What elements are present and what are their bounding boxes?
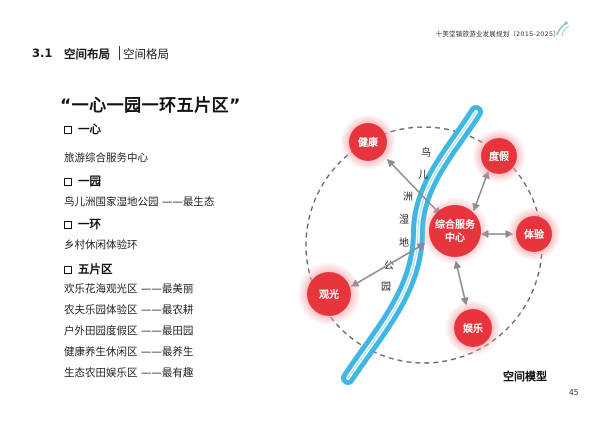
river-char: 地	[399, 236, 409, 249]
node-yule: 娱乐	[445, 300, 501, 356]
river-char: 鸟	[421, 146, 431, 159]
river-char: 湿	[399, 214, 409, 226]
center-label-line2: 中心	[445, 231, 465, 244]
outline-desc: 鸟儿洲国家湿地公园 ——最生态	[64, 196, 215, 208]
node-center: 综合服务 中心	[421, 197, 489, 265]
arrow-to-yule	[453, 260, 469, 306]
page-headline: “一心一园一环五片区”	[60, 96, 241, 116]
outline-desc: 户外田园度假区 ——最田园	[64, 325, 194, 337]
river-char: 园	[381, 281, 391, 293]
checkbox-icon	[64, 221, 72, 229]
outline-category-text: 五片区	[78, 262, 113, 276]
section-divider	[119, 46, 120, 60]
node-label: 体验	[524, 228, 545, 241]
center-label-line1: 综合服务	[435, 218, 476, 231]
node-jiankang: 健康	[340, 114, 396, 170]
outline-category-text: 一心	[78, 122, 101, 136]
outline-desc: 健康养生休闲区 ——最养生	[64, 346, 194, 358]
outline-desc: 欢乐花海观光区 ——最美丽	[64, 283, 194, 295]
checkbox-icon	[64, 178, 72, 186]
node-label: 度假	[489, 150, 510, 163]
outline-desc: 农夫乐园体验区 ——最农耕	[64, 304, 194, 316]
node-dujia: 度假	[472, 129, 526, 183]
outline-category: 一园	[64, 173, 101, 189]
node-label: 娱乐	[463, 322, 483, 335]
page-number: 45	[569, 388, 579, 397]
section-name: 空间布局	[64, 47, 110, 61]
outline-desc: 生态农田娱乐区 ——最有趣	[64, 367, 194, 379]
arrow-to-guanguang	[350, 243, 426, 287]
outline-category: 一心	[64, 121, 101, 137]
checkbox-icon	[64, 266, 72, 274]
node-guanguang: 观光	[297, 262, 361, 326]
outline-category: 五片区	[64, 261, 113, 277]
outline-category-text: 一园	[78, 174, 101, 188]
river-char: 洲	[403, 191, 413, 203]
wetland-river	[341, 105, 483, 385]
node-label: 健康	[358, 136, 379, 149]
outline-desc: 旅游综合服务中心	[64, 152, 148, 164]
model-caption: 空间模型	[503, 370, 547, 383]
logo-icon	[556, 21, 570, 37]
river-char: 儿	[418, 169, 428, 181]
outline-category-text: 一环	[78, 217, 101, 231]
document-title: 十美堂镇旅游业发展规划（2015-2025）	[435, 30, 560, 38]
outline-category: 一环	[64, 216, 101, 232]
section-number: 3.1	[32, 46, 53, 60]
node-tiyan: 体验	[507, 207, 561, 261]
checkbox-icon	[64, 126, 72, 134]
arrow-to-jiankang	[386, 158, 442, 216]
section-subtitle: 空间格局	[123, 47, 169, 61]
node-label: 观光	[319, 288, 339, 301]
outline-desc: 乡村休闲体验环	[64, 239, 138, 251]
